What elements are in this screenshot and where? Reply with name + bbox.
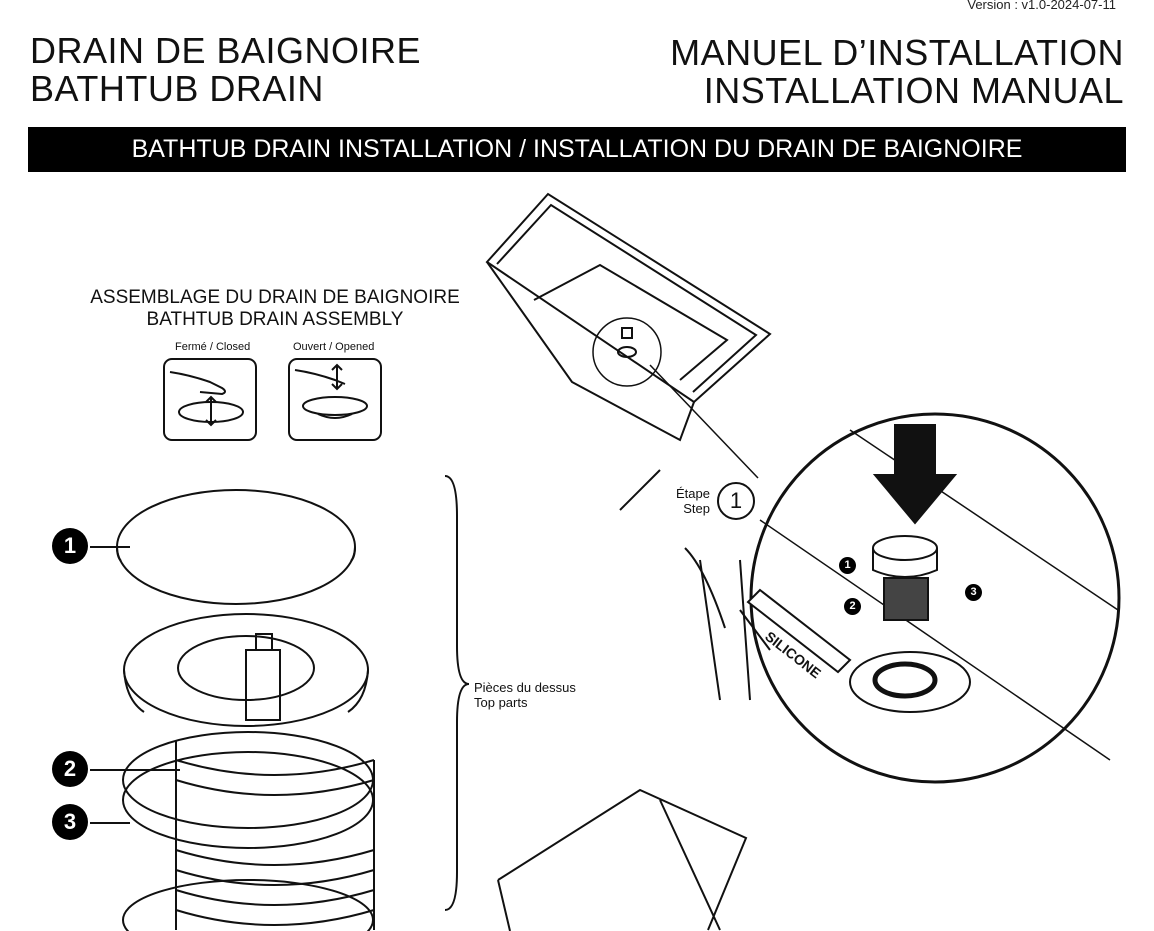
- drain-body-drawing: [122, 731, 375, 931]
- opened-state-icon: [288, 358, 382, 441]
- detail-circle: [619, 412, 1121, 784]
- manual-title-en: INSTALLATION MANUAL: [703, 70, 1124, 111]
- product-title-fr: DRAIN DE BAIGNOIRE: [30, 30, 422, 71]
- drain-cap-drawing: [116, 489, 356, 605]
- step-label-fr: Étape: [676, 486, 710, 501]
- assembly-title-en: BATHTUB DRAIN ASSEMBLY: [146, 309, 404, 330]
- product-title: DRAIN DE BAIGNOIRE BATHTUB DRAIN: [30, 32, 421, 108]
- top-parts-fr: Pièces du dessus: [474, 680, 576, 695]
- part-number-3: 3: [52, 804, 88, 840]
- assembly-title-fr: ASSEMBLAGE DU DRAIN DE BAIGNOIRE: [90, 287, 460, 308]
- detail-number-1: 1: [839, 557, 856, 574]
- step-number: 1: [729, 488, 743, 513]
- bathtub-bottom-drawing: [497, 788, 748, 931]
- top-parts-brace: [444, 475, 470, 911]
- version-label: Version : v1.0-2024-07-11: [967, 0, 1116, 12]
- opened-label: Ouvert / Opened: [293, 341, 375, 353]
- detail-number-2: 2: [844, 598, 861, 615]
- manual-title-fr: MANUEL D’INSTALLATION: [670, 32, 1124, 73]
- detail-number-3: 3: [965, 584, 982, 601]
- step-number-circle: [717, 482, 755, 520]
- callout-line: [90, 546, 130, 548]
- callout-line: [90, 769, 180, 771]
- detail-leader-line: [649, 364, 759, 479]
- part-number-1: 1: [52, 528, 88, 564]
- callout-line: [90, 822, 130, 824]
- bathtub-drawing: [485, 192, 772, 442]
- assembly-title: ASSEMBLAGE DU DRAIN DE BAIGNOIRE BATHTUB…: [60, 287, 490, 331]
- drain-flange-drawing: [123, 613, 369, 727]
- closed-state-icon: [163, 358, 257, 441]
- closed-label: Fermé / Closed: [175, 341, 251, 353]
- manual-title: MANUEL D’INSTALLATION INSTALLATION MANUA…: [670, 34, 1124, 110]
- section-banner: BATHTUB DRAIN INSTALLATION / INSTALLATIO…: [28, 127, 1126, 172]
- part-number-2: 2: [52, 751, 88, 787]
- top-parts-label: Pièces du dessus Top parts: [474, 680, 576, 710]
- top-parts-en: Top parts: [474, 695, 528, 710]
- step-label-en: Step: [683, 501, 710, 516]
- step-label: Étape Step: [668, 486, 710, 516]
- product-title-en: BATHTUB DRAIN: [30, 68, 324, 109]
